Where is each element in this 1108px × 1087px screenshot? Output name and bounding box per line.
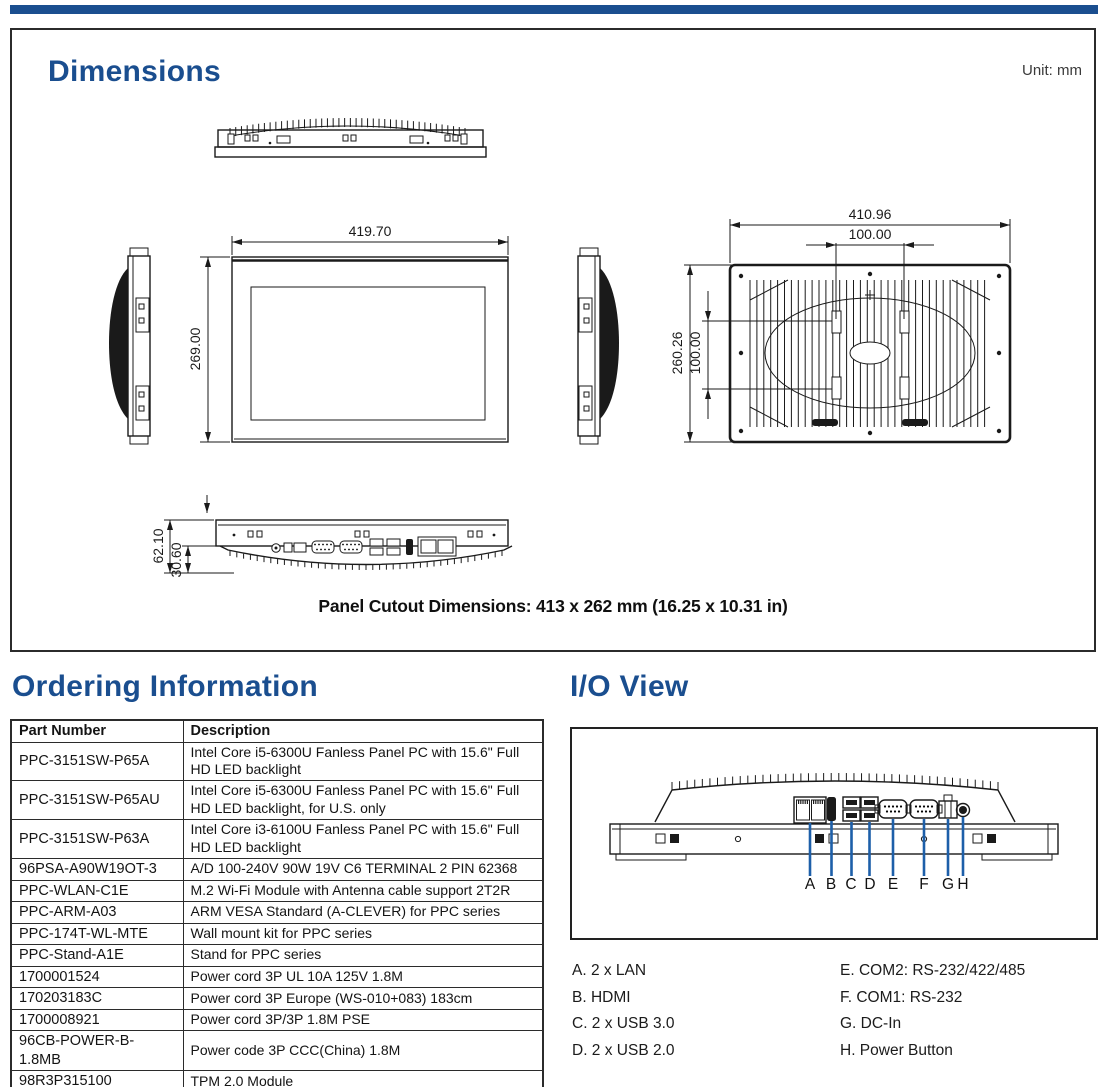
part-number-cell: PPC-3151SW-P63A (10, 819, 184, 859)
io-view-title: I/O View (570, 670, 689, 703)
part-number-cell: PPC-3151SW-P65AU (10, 780, 184, 821)
part-number-cell: 1700008921 (10, 1008, 184, 1032)
io-view-drawing (609, 773, 1059, 876)
port-letter-b: B (825, 876, 837, 893)
front-view-drawing: 419.70 269.00 (187, 223, 509, 443)
dim-rear-vesa-v: 100.00 (687, 331, 703, 374)
part-number-cell: 170203183C (10, 987, 184, 1010)
description-cell: TPM 2.0 Module (182, 1070, 544, 1087)
description-cell: Power cord 3P UL 10A 125V 1.8M (182, 965, 544, 989)
ordering-title: Ordering Information (12, 670, 318, 703)
description-cell: Power code 3P CCC(China) 1.8M (182, 1030, 544, 1072)
port-letter-d: D (864, 876, 876, 893)
dim-side-total-depth: 62.10 (150, 528, 166, 563)
part-number-cell: PPC-WLAN-C1E (10, 879, 184, 903)
dim-front-width: 419.70 (349, 223, 392, 239)
col-header-part-number: Part Number (10, 719, 184, 743)
legend-item: G. DC-In (840, 1015, 902, 1032)
part-number-cell: PPC-3151SW-P65A (10, 741, 184, 782)
description-cell: Wall mount kit for PPC series (182, 922, 544, 946)
part-number-cell: 1700001524 (10, 965, 184, 989)
port-letter-g: G (941, 876, 955, 893)
port-letter-f: F (919, 876, 929, 893)
dim-rear-width: 410.96 (849, 206, 892, 222)
col-header-description: Description (182, 719, 544, 743)
part-number-cell: PPC-Stand-A1E (10, 944, 184, 967)
top-divider-bar (10, 5, 1098, 14)
dim-rear-vesa-h: 100.00 (849, 226, 892, 242)
part-number-cell: PPC-ARM-A03 (10, 901, 184, 924)
dim-front-height: 269.00 (187, 327, 203, 370)
description-cell: ARM VESA Standard (A-CLEVER) for PPC ser… (182, 901, 544, 924)
description-cell: Intel Core i3-6100U Fanless Panel PC wit… (182, 819, 544, 859)
legend-item: E. COM2: RS-232/422/485 (840, 962, 1026, 979)
description-cell: Power cord 3P/3P 1.8M PSE (182, 1008, 544, 1032)
port-letter-e: E (887, 876, 899, 893)
legend-item: C. 2 x USB 3.0 (572, 1015, 675, 1032)
description-cell: M.2 Wi-Fi Module with Antenna cable supp… (182, 879, 544, 903)
part-number-cell: 96CB-POWER-B-1.8MB (10, 1030, 184, 1072)
part-number-cell: 98R3P315100 (10, 1070, 184, 1087)
io-legend-left: A. 2 x LAN B. HDMI C. 2 x USB 3.0 D. 2 x… (572, 958, 675, 1064)
side-view-right-drawing (577, 247, 620, 445)
panel-cutout-note: Panel Cutout Dimensions: 413 x 262 mm (1… (318, 596, 788, 616)
part-number-cell: PPC-174T-WL-MTE (10, 922, 184, 946)
legend-item: A. 2 x LAN (572, 962, 647, 979)
io-legend-right: E. COM2: RS-232/422/485 F. COM1: RS-232 … (840, 958, 1025, 1064)
description-cell: A/D 100-240V 90W 19V C6 TERMINAL 2 PIN 6… (182, 857, 544, 881)
dim-rear-height: 260.26 (669, 331, 685, 374)
part-number-cell: 96PSA-A90W19OT-3 (10, 857, 184, 881)
legend-item: H. Power Button (840, 1041, 953, 1059)
port-letter-c: C (845, 876, 857, 893)
description-cell: Stand for PPC series (182, 944, 544, 967)
bottom-view-drawing: 62.10 30.60 (150, 495, 513, 578)
legend-item: F. COM1: RS-232 (840, 988, 963, 1006)
dimensions-panel (10, 28, 1096, 652)
top-view-drawing (214, 118, 487, 158)
unit-label: Unit: mm (1022, 62, 1082, 79)
port-letter-h: H (957, 876, 969, 893)
description-cell: Intel Core i5-6300U Fanless Panel PC wit… (182, 780, 544, 821)
side-view-left-drawing (109, 247, 151, 445)
dim-side-body-depth: 30.60 (168, 542, 184, 577)
dimensions-title: Dimensions (48, 55, 222, 88)
legend-item: B. HDMI (572, 988, 631, 1006)
table-header-row: Part Number Description (10, 719, 544, 743)
rear-view-drawing: 410.96 100.00 260.26 100.00 (669, 206, 1012, 444)
port-letter-a: A (804, 876, 816, 893)
legend-item: D. 2 x USB 2.0 (572, 1041, 675, 1059)
description-cell: Power cord 3P Europe (WS-010+083) 183cm (182, 987, 544, 1010)
description-cell: Intel Core i5-6300U Fanless Panel PC wit… (182, 741, 544, 782)
